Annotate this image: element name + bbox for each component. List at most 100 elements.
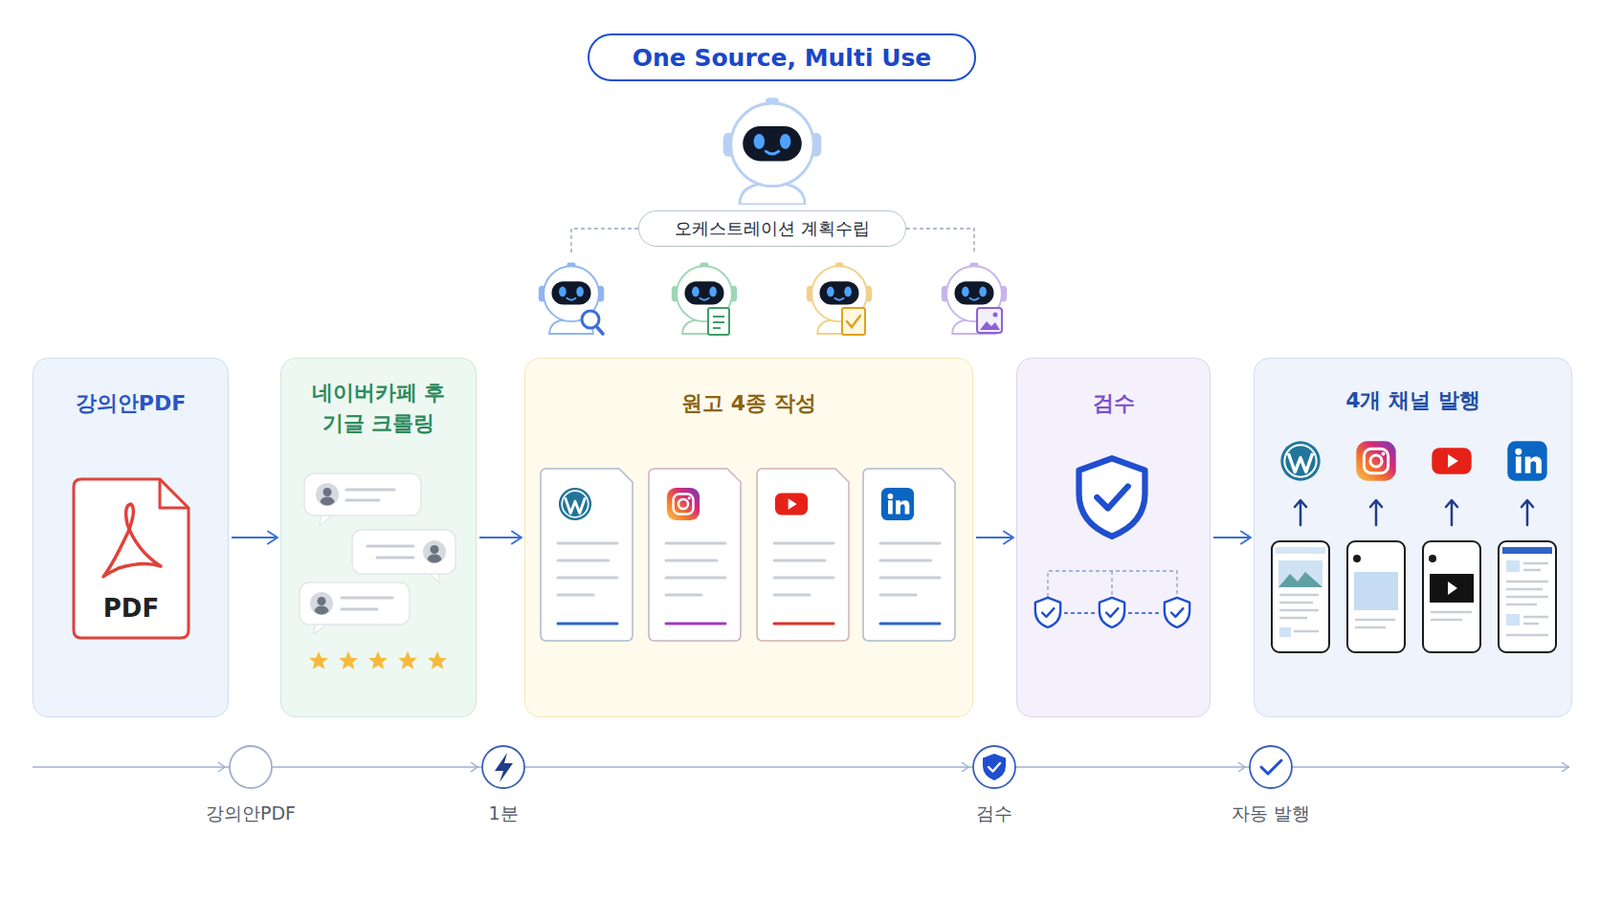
draft-card [756, 468, 849, 642]
box-heading: 원고 4종 작성 [525, 388, 973, 420]
flow-arrow [231, 536, 278, 539]
timeline-line [218, 762, 225, 773]
upload-arrow [1445, 500, 1458, 526]
timeline-marker [1261, 760, 1282, 775]
dashed-leader [571, 228, 975, 255]
draft-card [540, 468, 633, 642]
draft-card [666, 488, 700, 521]
dashed-leader [571, 228, 639, 255]
phone-mockup [1429, 574, 1474, 603]
timeline-marker [988, 763, 1000, 773]
draft-card [880, 543, 940, 596]
image-agent-robot [977, 308, 1002, 334]
timeline-marker [229, 746, 1292, 789]
draft-card [648, 468, 741, 642]
draft-card [666, 622, 726, 626]
stage-box: 네이버카페 후기글 크롤링 [280, 357, 477, 718]
diagram-title: One Source, Multi Use [587, 33, 977, 82]
timeline-line [470, 762, 478, 773]
timeline-label: 강의안PDF [205, 801, 296, 827]
review-bubble [304, 473, 422, 527]
channel-icon [1280, 441, 1547, 481]
phone-mockup [1506, 614, 1520, 626]
phone-mockup [1506, 581, 1549, 605]
phone-mockup [1355, 620, 1396, 628]
sub-review-shield [1164, 598, 1190, 628]
search-agent-robot [596, 326, 603, 334]
phone-mockup [1271, 541, 1330, 653]
review-agent-robot [806, 263, 872, 335]
phone-mockup [1498, 541, 1556, 653]
upload-arrow [1294, 500, 1307, 526]
review-agent-robot [806, 263, 872, 334]
phone-mockup [1275, 547, 1326, 555]
sub-review-shield [1099, 598, 1125, 628]
phone-mockup [1347, 541, 1405, 653]
draft-card [756, 468, 849, 642]
box-heading: 4개 채널 발행 [1254, 385, 1572, 417]
review-bubble [313, 623, 328, 635]
draft-card [558, 488, 592, 521]
phone-mockup [1279, 595, 1319, 619]
draft-card [666, 543, 726, 596]
image-agent-robot [993, 312, 999, 318]
phone-mockup [1502, 547, 1553, 555]
image-agent-robot [941, 263, 1007, 334]
phone-mockup [1447, 581, 1458, 596]
phone-mockup [1523, 563, 1549, 571]
review-bubble [367, 546, 414, 558]
search-agent-robot [581, 311, 600, 329]
pdf-icon [159, 479, 189, 509]
timeline-line [961, 762, 969, 773]
phone-mockup [1354, 572, 1399, 611]
review-bubble [315, 483, 339, 507]
channel-icon [1280, 441, 1320, 481]
review-shield [1079, 458, 1146, 537]
rating-stars [309, 651, 329, 670]
box-heading: 강의안PDF [33, 388, 228, 420]
timeline-marker [982, 754, 1006, 781]
phone-mockup [1347, 541, 1405, 653]
timeline-marker [494, 753, 513, 783]
plan-pill: 오케스트레이션 계획수립 [638, 210, 907, 247]
phone-mockup [1278, 560, 1323, 588]
pdf-icon [73, 479, 189, 639]
draft-card [880, 622, 940, 626]
search-agent-robot [538, 263, 604, 334]
phone-mockup [1498, 541, 1556, 653]
channel-icon [1355, 441, 1396, 481]
orchestrator-robot [723, 97, 823, 205]
review-shield [1079, 458, 1146, 537]
stage-box: 강의안PDF [32, 357, 229, 718]
review-bubble [352, 530, 456, 575]
draft-card [557, 622, 618, 626]
review-agent-robot [842, 308, 866, 335]
channel-icon [1507, 441, 1547, 481]
box-heading: 검수 [1017, 388, 1210, 420]
timeline-line [32, 762, 1570, 773]
draft-card [775, 493, 808, 516]
timeline-line [1561, 762, 1569, 773]
phone-mockup [1353, 555, 1361, 563]
rating-stars [338, 651, 358, 670]
timeline-line [1238, 762, 1245, 773]
writer-agent-robot [671, 263, 737, 335]
sub-review-shield [1047, 571, 1178, 598]
phone-mockup [1428, 555, 1437, 563]
draft-card [774, 622, 834, 626]
review-agent-robot [846, 315, 861, 328]
upload-arrow [1294, 500, 1534, 526]
sub-review-shield [1035, 571, 1190, 628]
phone-mockup [1422, 541, 1481, 653]
flow-arrow [479, 536, 522, 539]
phone-mockup [1422, 541, 1481, 653]
phone-mockup [1271, 541, 1330, 653]
draft-card [881, 488, 914, 521]
timeline-marker [1249, 746, 1292, 789]
review-bubble [422, 540, 446, 564]
writer-agent-robot [712, 316, 725, 329]
upload-arrow [1370, 500, 1382, 526]
review-bubble [319, 514, 334, 527]
rating-stars [427, 651, 447, 670]
